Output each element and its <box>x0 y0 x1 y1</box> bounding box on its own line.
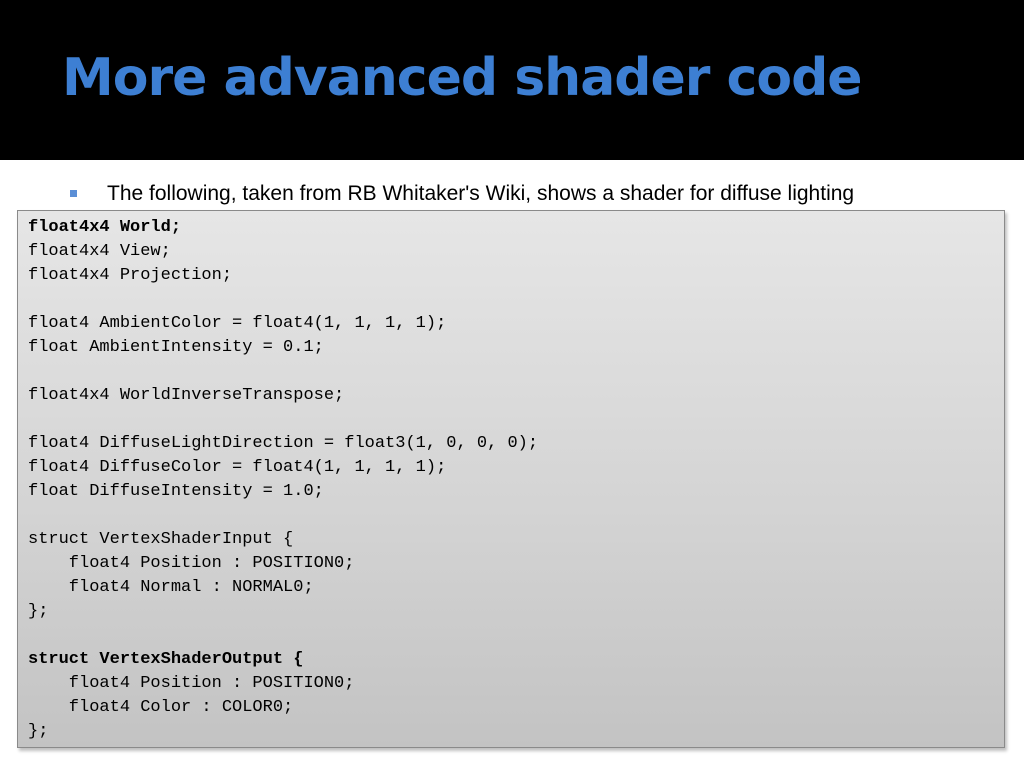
code-block: float4x4 World; float4x4 View; float4x4 Pr… <box>17 210 1005 748</box>
code-line: float4x4 View; <box>28 242 171 261</box>
title-divider <box>0 160 1024 164</box>
code-line: }; <box>28 602 49 621</box>
code-line: struct VertexShaderOutput { <box>28 650 304 669</box>
code-line: float4 AmbientColor = float4(1, 1, 1, 1)… <box>28 314 447 333</box>
code-line: }; <box>28 722 49 741</box>
code-line <box>28 408 538 432</box>
code-line: float4 DiffuseColor = float4(1, 1, 1, 1)… <box>28 458 447 477</box>
code-line <box>28 360 538 384</box>
code-line <box>28 288 538 312</box>
code-line: float DiffuseIntensity = 1.0; <box>28 482 324 501</box>
code-line: float4x4 World; <box>28 218 182 237</box>
bullet-text: The following, taken from RB Whitaker's … <box>107 182 855 205</box>
code-line: float4x4 WorldInverseTranspose; <box>28 386 345 405</box>
code-line: float4 Position : POSITION0; <box>28 674 355 693</box>
code-line: struct VertexShaderInput { <box>28 530 294 549</box>
code-line: float4x4 Projection; <box>28 266 233 285</box>
code-line: float AmbientIntensity = 0.1; <box>28 338 324 357</box>
code-line <box>28 624 538 648</box>
square-bullet-icon <box>70 190 77 197</box>
code-line: float4 DiffuseLightDirection = float3(1,… <box>28 434 539 453</box>
code-line: float4 Position : POSITION0; <box>28 554 355 573</box>
slide-content: The following, taken from RB Whitaker's … <box>0 164 1024 768</box>
code-line: float4 Color : COLOR0; <box>28 698 294 717</box>
code-line: float4 Normal : NORMAL0; <box>28 578 314 597</box>
slide-title: More advanced shader code <box>62 48 863 108</box>
code-line <box>28 504 538 528</box>
code-lines: float4x4 World; float4x4 View; float4x4 Pr… <box>28 216 538 744</box>
title-bar: More advanced shader code <box>0 0 1024 158</box>
